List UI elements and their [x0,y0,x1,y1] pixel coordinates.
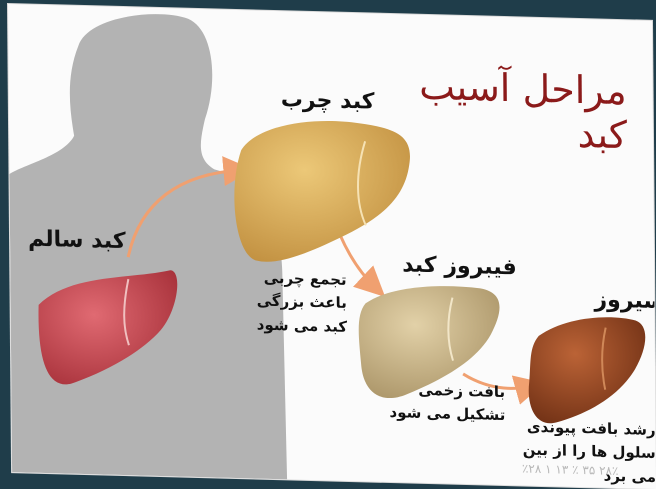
cirrhosis-liver [528,315,646,426]
label-cirrhosis: سیروز [594,287,656,314]
desc-fibrosis-liver: بافت زخمی تشکیل می شود [389,378,505,428]
label-healthy-liver: کبد سالم [28,227,126,255]
desc-cirrhosis: رشد بافت پیوندی سلول ها را از بین می برد [519,415,656,488]
label-fatty-liver: کبد چرب [281,87,375,114]
diagram-card: مراحل آسیب کبد کبد سالم کبد چرب تجمع چرب… [8,4,656,489]
fatty-liver [234,118,411,265]
diagram-title: مراحل آسیب کبد [419,65,627,158]
label-fibrosis-liver: فیبروز کبد [402,252,517,280]
desc-fatty-liver: تجمع چربی باعث بزرگی کبد می شود [256,267,347,339]
watermark-text: ۲۸٪ ۳۵ ٪ ۱۳ ۱ ٪۲۸ [522,461,619,478]
